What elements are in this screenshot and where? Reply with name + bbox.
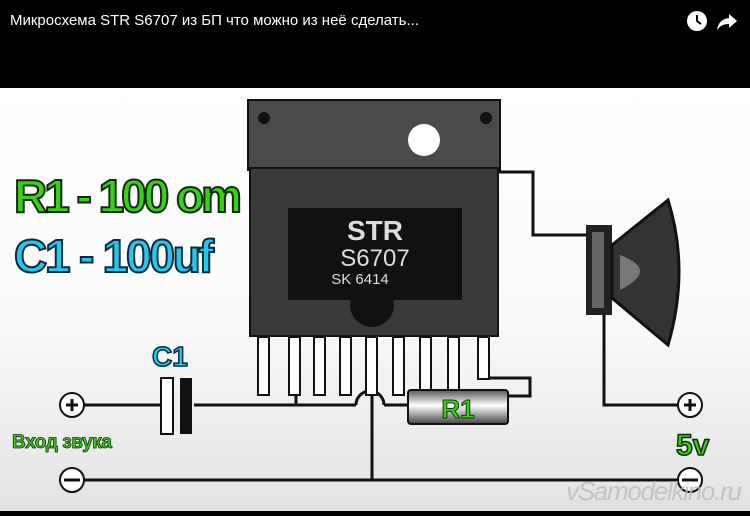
- capacitor-c1: [160, 377, 192, 435]
- wires: [84, 170, 678, 482]
- video-title[interactable]: Микросхема STR S6707 из БП что можно из …: [10, 12, 419, 29]
- r1-label: R1: [441, 394, 474, 424]
- input-label: Вход звука: [12, 432, 112, 453]
- clock-icon[interactable]: [686, 10, 708, 32]
- player-top-bar: Микросхема STR S6707 из БП что можно из …: [0, 0, 750, 88]
- str-s6707-chip: STR S6707 SK 6414: [247, 99, 501, 396]
- circuit-diagram: STR S6707 SK 6414 R1 R1: [12, 99, 742, 506]
- resistor-r1: R1: [407, 389, 509, 425]
- r1-spec: R1 - 100 om: [14, 170, 242, 222]
- c1-spec: C1 - 100uf: [14, 230, 215, 282]
- watermark: vSamodelkino.ru: [566, 476, 742, 506]
- chip-label-str: STR: [347, 215, 403, 246]
- share-arrow-icon[interactable]: [716, 10, 738, 32]
- speaker-icon: [586, 197, 681, 348]
- chip-label-code: SK 6414: [331, 271, 389, 288]
- video-frame[interactable]: STR S6707 SK 6414 R1 R1: [0, 88, 750, 511]
- voltage-label: 5v: [676, 429, 710, 462]
- c1-label: C1: [152, 341, 188, 372]
- chip-label-model: S6707: [340, 245, 409, 272]
